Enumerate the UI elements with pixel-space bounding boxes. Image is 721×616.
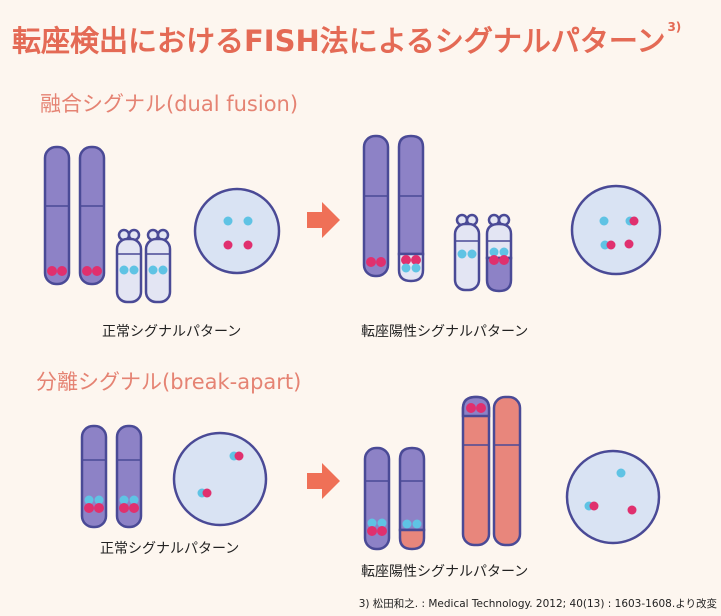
arrow-icon [307, 463, 340, 499]
chromosome [461, 395, 491, 547]
breakapart-positive-caption: 転座陽性シグナルパターン [361, 564, 529, 580]
red-signal [47, 266, 57, 276]
chromosome [453, 222, 481, 292]
nucleus [570, 184, 662, 276]
red-signal [92, 266, 102, 276]
arrow-icon [307, 202, 340, 238]
blue-signal [129, 265, 139, 275]
nucleus [172, 431, 268, 527]
blue-signal [158, 265, 168, 275]
blue-signal [119, 265, 129, 275]
chromosome [115, 424, 143, 529]
dual-fusion-heading: 融合シグナル(dual fusion) [40, 92, 299, 116]
red-signal [57, 266, 67, 276]
chromosome [43, 145, 71, 286]
chromosome [397, 134, 425, 256]
title-reference: 3) [667, 20, 682, 34]
breakapart-normal-chromosomes [80, 424, 143, 529]
nucleus [565, 449, 661, 545]
break-apart-heading: 分離シグナル(break-apart) [36, 370, 302, 394]
dual-positive-caption: 転座陽性シグナルパターン [361, 324, 529, 340]
breakapart-positive-nucleus [565, 449, 661, 545]
chromosome [78, 145, 106, 286]
dual-normal-caption: 正常シグナルパターン [102, 324, 242, 340]
chromosome [398, 446, 426, 532]
dual-normal-nucleus [193, 187, 281, 275]
blue-signal [148, 265, 158, 275]
dual-positive-chromosomes [362, 134, 513, 293]
chromosome [80, 424, 108, 529]
breakapart-normal-nucleus [172, 431, 268, 527]
breakapart-normal-caption: 正常シグナルパターン [100, 541, 240, 557]
title-text: 転座検出におけるFISH法によるシグナルパターン [12, 24, 666, 58]
dual-positive-nucleus [570, 184, 662, 276]
chromosome [362, 134, 390, 278]
red-signal [82, 266, 92, 276]
breakapart-positive-chromosomes [363, 395, 522, 551]
dual-normal-chromosomes [43, 145, 172, 304]
citation: 3) 松田和之. : Medical Technology. 2012; 40(… [358, 598, 717, 610]
nucleus [193, 187, 281, 275]
chromosome [492, 395, 522, 547]
